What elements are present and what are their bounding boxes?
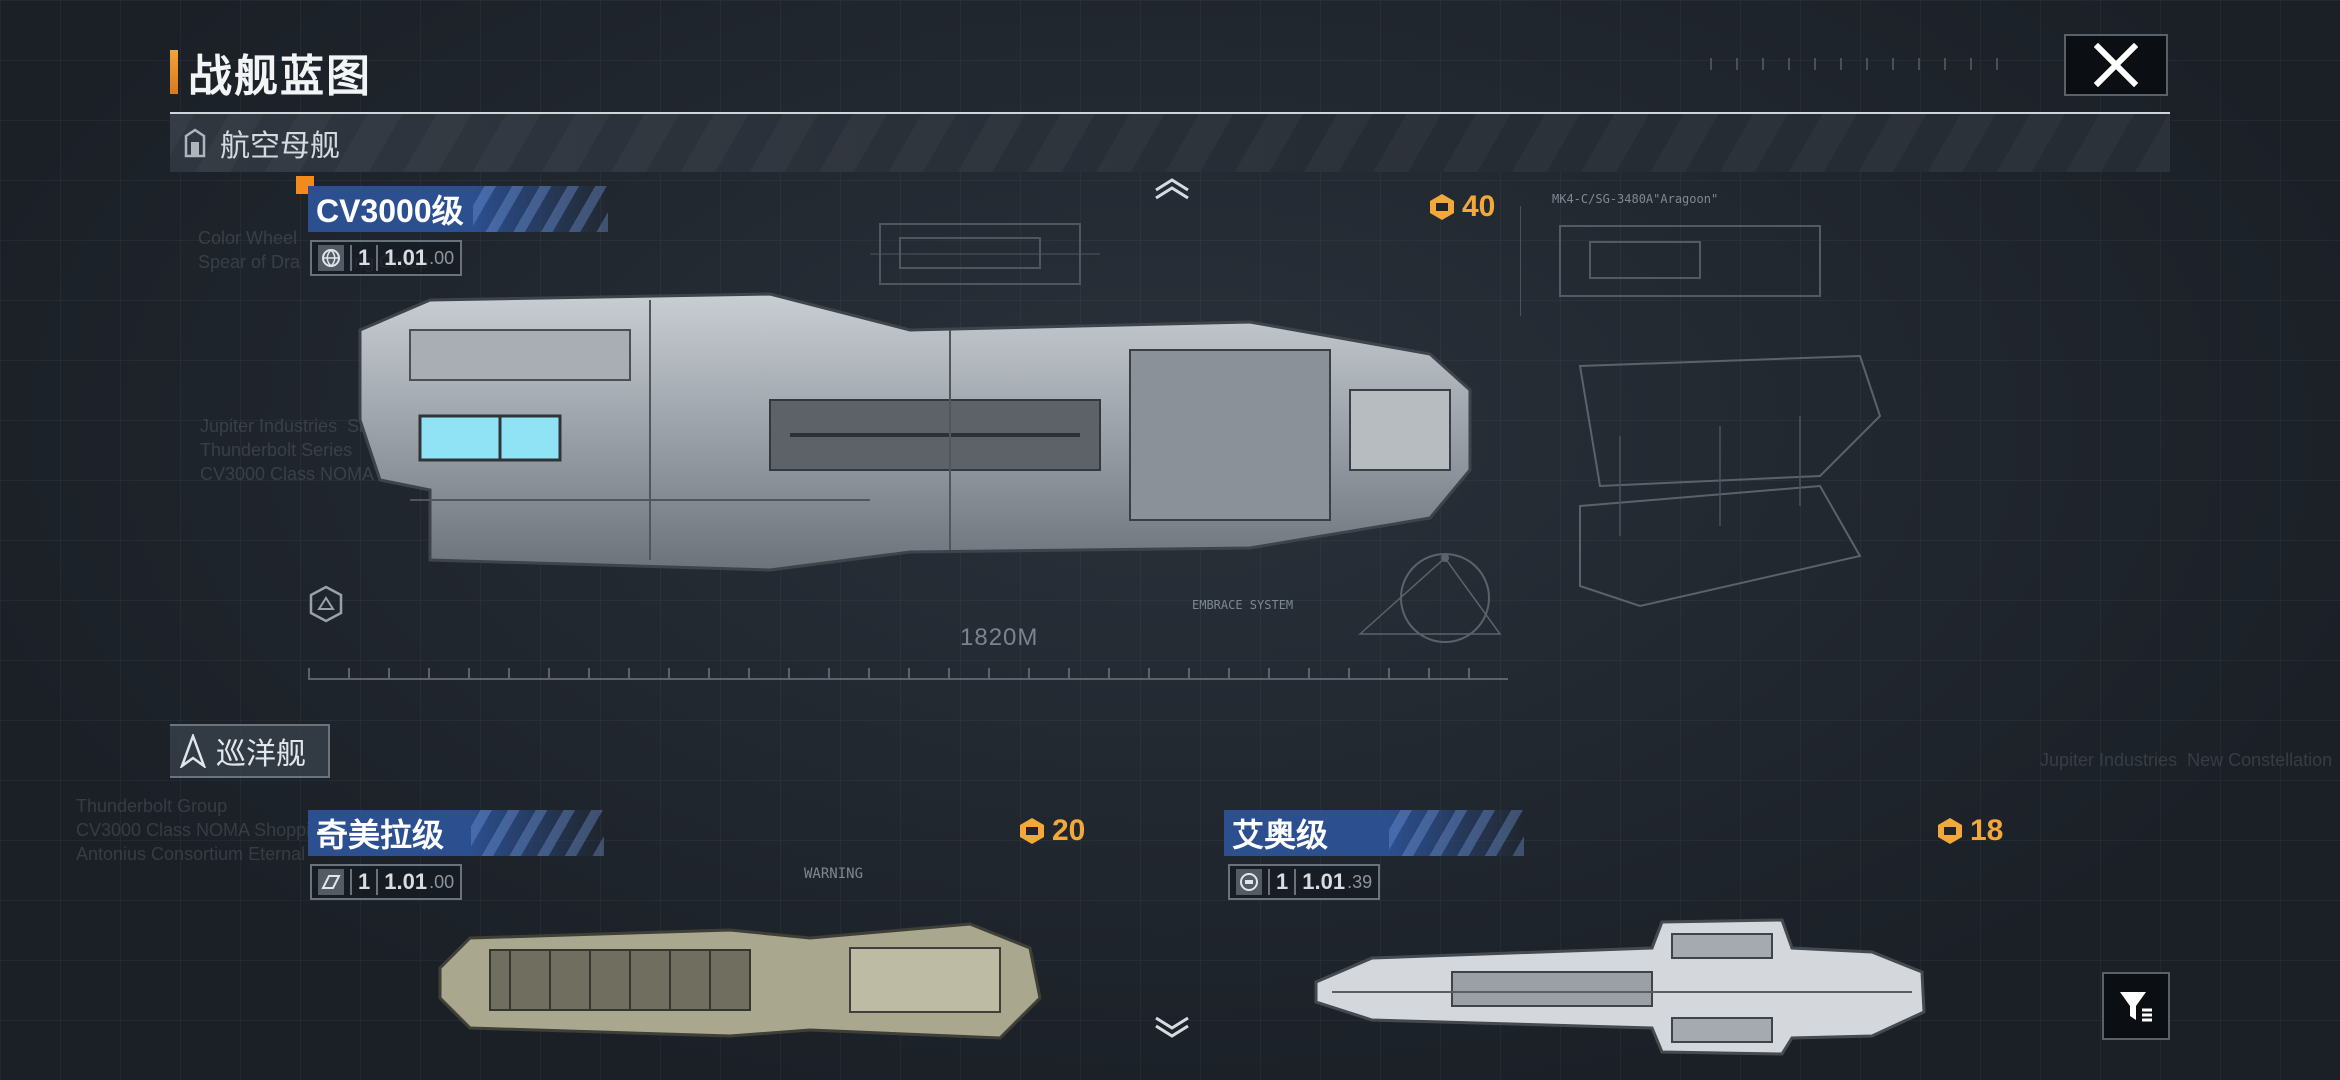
page-title: 战舰蓝图 — [188, 52, 372, 101]
blueprint-schematic-right — [1520, 206, 1882, 608]
cruiser-2-stats: 1 1.01 .39 — [1228, 864, 1381, 900]
scroll-up-icon[interactable] — [1152, 176, 1192, 200]
featured-ship-stat-value: 1.01 — [384, 245, 428, 270]
decorative-ticks — [1710, 58, 2010, 70]
faction-icon — [318, 869, 344, 895]
cruiser-2-stat-fraction: .39 — [1347, 871, 1373, 892]
stat-separator — [1294, 869, 1297, 895]
scroll-down-icon[interactable] — [1152, 1016, 1192, 1040]
blueprint-token-icon — [1430, 194, 1454, 220]
cruiser-1-image[interactable] — [430, 918, 1050, 1044]
featured-ship-name: CV3000级 — [316, 193, 464, 229]
cruiser-2-cost-value: 18 — [1970, 814, 2004, 847]
hangar-icon — [184, 128, 206, 158]
cruiser-2-level: 1 — [1276, 869, 1289, 894]
carrier-section-header: 航空母舰 — [170, 112, 2170, 172]
carrier-section-label: 航空母舰 — [220, 130, 340, 163]
cruiser-1-name-tag[interactable]: 奇美拉级 — [308, 810, 604, 856]
scale-ruler — [308, 666, 1508, 680]
cruiser-1-stats: 1 1.01 .00 — [310, 864, 463, 900]
featured-ship-stat-fraction: .00 — [429, 247, 455, 268]
cruiser-2-name-tag[interactable]: 艾奥级 — [1224, 810, 1524, 856]
cruiser-section-tab[interactable]: 巡洋舰 — [170, 724, 330, 778]
title-accent — [170, 50, 178, 94]
blueprint-token-icon — [1020, 818, 1044, 844]
cruiser-icon — [180, 734, 206, 768]
cruiser-1-stat-value: 1.01 — [384, 869, 428, 894]
blueprint-token-icon — [1938, 818, 1962, 844]
close-button[interactable] — [2064, 34, 2168, 96]
part-code: MK4-C/SG-3480A"Aragoon" — [1552, 192, 1719, 206]
featured-ship-name-tag[interactable]: CV3000级 — [308, 186, 608, 232]
globe-icon — [318, 245, 344, 271]
bg-text-right-1: Jupiter Industries New Constellation — [2040, 750, 2333, 770]
featured-ship-image[interactable] — [350, 270, 1490, 590]
featured-ship-cost-value: 40 — [1462, 190, 1496, 223]
cruiser-1-name: 奇美拉级 — [316, 817, 445, 853]
ship-length: 1820M — [960, 624, 1039, 651]
cruiser-1-stat-fraction: .00 — [429, 871, 455, 892]
cruiser-1-level: 1 — [358, 869, 371, 894]
stat-separator — [350, 869, 352, 895]
featured-ship-level: 1 — [358, 245, 371, 270]
subsystem-label: EMBRACE SYSTEM — [1192, 598, 1294, 612]
cruiser-2-cost: 18 — [1936, 814, 2003, 848]
stat-separator — [376, 245, 379, 271]
cruiser-1-cost: 20 — [1018, 814, 1085, 848]
faction-icon — [1236, 869, 1262, 895]
title-bar: 战舰蓝图 — [170, 40, 372, 104]
cruiser-1-cost-value: 20 — [1052, 814, 1086, 847]
stat-separator — [376, 869, 379, 895]
cruiser-2-image[interactable] — [1312, 912, 1928, 1062]
close-icon — [2094, 43, 2138, 87]
detail-hex-icon[interactable] — [306, 584, 346, 624]
cruiser-2-name: 艾奥级 — [1232, 817, 1329, 853]
blueprint-schematic-left — [870, 223, 1100, 285]
filter-button[interactable] — [2102, 972, 2170, 1040]
targeting-diagram — [1358, 553, 1502, 643]
cruiser-2-stat-value: 1.01 — [1302, 869, 1346, 894]
warning-label: WARNING — [804, 866, 864, 882]
featured-ship-cost: 40 — [1428, 190, 1495, 224]
filter-icon — [2120, 992, 2152, 1022]
stat-separator — [350, 245, 352, 271]
cruiser-section-label: 巡洋舰 — [216, 738, 306, 771]
featured-ship-stats: 1 1.01 .00 — [310, 240, 463, 276]
bg-text-left-3: Thunderbolt Group CV3000 Class NOMA Shop… — [76, 796, 331, 864]
stat-separator — [1268, 869, 1270, 895]
